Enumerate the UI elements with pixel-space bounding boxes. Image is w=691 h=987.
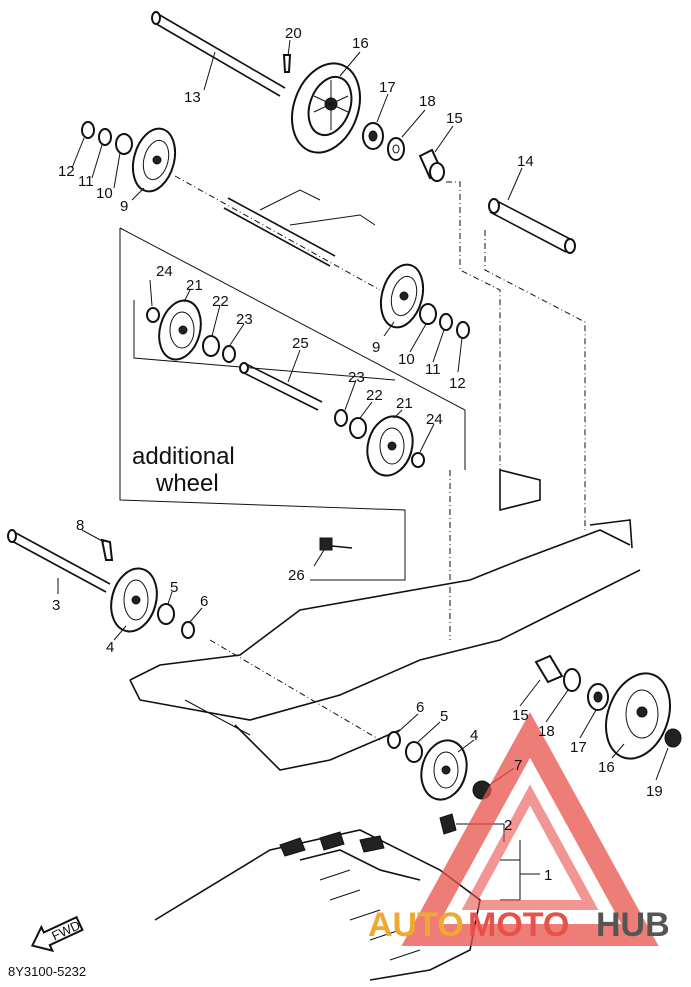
bearing-10-center — [419, 303, 437, 325]
callout-25: 25 — [292, 335, 309, 352]
collar-23-right — [334, 409, 348, 427]
leader-lines — [57, 39, 669, 901]
washer-6-right — [387, 731, 401, 749]
washer-11-upper — [98, 128, 112, 146]
callout-24-right: 24 — [426, 411, 443, 428]
watermark-logo: AUTO MOTO HUB — [368, 712, 670, 946]
cap-19 — [664, 728, 682, 748]
callout-18: 18 — [419, 93, 436, 110]
callout-5: 5 — [170, 579, 178, 596]
callout-4-right: 4 — [470, 727, 478, 744]
bolt-26 — [319, 537, 353, 551]
callout-22: 22 — [212, 293, 229, 310]
bearing-22-right — [349, 417, 367, 439]
callout-10: 10 — [96, 185, 113, 202]
tube-14 — [488, 198, 576, 254]
callout-20: 20 — [285, 25, 302, 42]
callout-23: 23 — [236, 311, 253, 328]
callout-12: 12 — [58, 163, 75, 180]
callout-11-center: 11 — [425, 361, 441, 378]
nut-24-left — [146, 307, 160, 323]
nut-12-upper — [81, 121, 95, 139]
callout-6: 6 — [200, 593, 208, 610]
washer-6-left — [181, 621, 195, 639]
guide-line-upper — [174, 175, 381, 291]
bearing-22-left — [202, 335, 220, 357]
wheel-16-lower — [605, 672, 671, 760]
callout-16: 16 — [352, 35, 369, 52]
bearing-5-left — [157, 603, 175, 625]
callout-6-right: 6 — [416, 699, 424, 716]
wheel-4-right — [420, 739, 468, 801]
axle-25 — [239, 362, 323, 411]
watermark-auto: AUTO — [368, 906, 464, 944]
callout-23-right: 23 — [348, 369, 365, 386]
callout-14: 14 — [517, 153, 534, 170]
callout-9: 9 — [120, 198, 128, 215]
callout-18-lower: 18 — [538, 723, 555, 740]
callout-8: 8 — [76, 517, 84, 534]
note-wheel: wheel — [155, 470, 219, 497]
wheel-9-upper — [131, 127, 177, 193]
nut-12-center — [456, 321, 470, 339]
callout-5-right: 5 — [440, 708, 448, 725]
clip-2 — [439, 813, 457, 835]
spacer-15-upper — [418, 148, 445, 182]
callout-7: 7 — [514, 757, 522, 774]
pin-8 — [100, 538, 114, 561]
bearing-17-lower — [587, 683, 609, 711]
callout-17-lower: 17 — [570, 739, 587, 756]
callout-24: 24 — [156, 263, 173, 280]
bearing-10-upper — [115, 133, 133, 155]
cross-shaft — [223, 189, 376, 267]
callout-16-lower: 16 — [598, 759, 615, 776]
watermark-moto: MOTO — [468, 906, 569, 944]
callout-3: 3 — [52, 597, 60, 614]
callout-1: 1 — [544, 867, 552, 884]
bearing-17-upper — [362, 122, 384, 150]
callout-9-center: 9 — [372, 339, 380, 356]
callout-11: 11 — [78, 173, 94, 190]
bearing-5-right — [405, 741, 423, 763]
drawing-code: 8Y3100-5232 — [8, 964, 86, 979]
callout-21-right: 21 — [396, 395, 413, 412]
wheel-21-left — [158, 299, 202, 361]
callout-2: 2 — [504, 817, 512, 834]
callout-22-right: 22 — [366, 387, 383, 404]
callout-21: 21 — [186, 277, 203, 294]
note-additional: additional — [132, 443, 235, 470]
callout-26: 26 — [288, 567, 305, 584]
shaft-13 — [151, 11, 286, 97]
callout-17: 17 — [379, 79, 396, 96]
callout-15: 15 — [446, 110, 463, 127]
callout-15-lower: 15 — [512, 707, 529, 724]
watermark-hub: HUB — [596, 906, 670, 944]
callout-labels: 20 16 13 17 18 15 14 12 11 10 9 24 21 22… — [52, 25, 663, 884]
wheel-4-left — [110, 567, 158, 633]
additional-wheel-frame — [119, 227, 466, 581]
collar-18-upper — [387, 137, 405, 161]
shaft-3 — [7, 529, 111, 593]
callout-13: 13 — [184, 89, 201, 106]
wheel-21-right — [366, 415, 414, 477]
collar-18-lower — [563, 668, 581, 692]
forward-arrow-icon: FWD — [30, 915, 84, 953]
nut-24-right — [411, 452, 425, 468]
spacer-15-lower — [534, 654, 564, 684]
callout-19: 19 — [646, 783, 663, 800]
pin-20 — [282, 54, 292, 73]
wheel-16-upper — [291, 62, 361, 154]
wheel-9-center — [379, 263, 425, 329]
callout-4: 4 — [106, 639, 114, 656]
slide-rail-frame — [129, 468, 641, 771]
washer-11-center — [439, 313, 453, 331]
callout-10-center: 10 — [398, 351, 415, 368]
collar-23-left — [222, 345, 236, 363]
forward-label: FWD — [49, 917, 82, 943]
callout-12-center: 12 — [449, 375, 466, 392]
